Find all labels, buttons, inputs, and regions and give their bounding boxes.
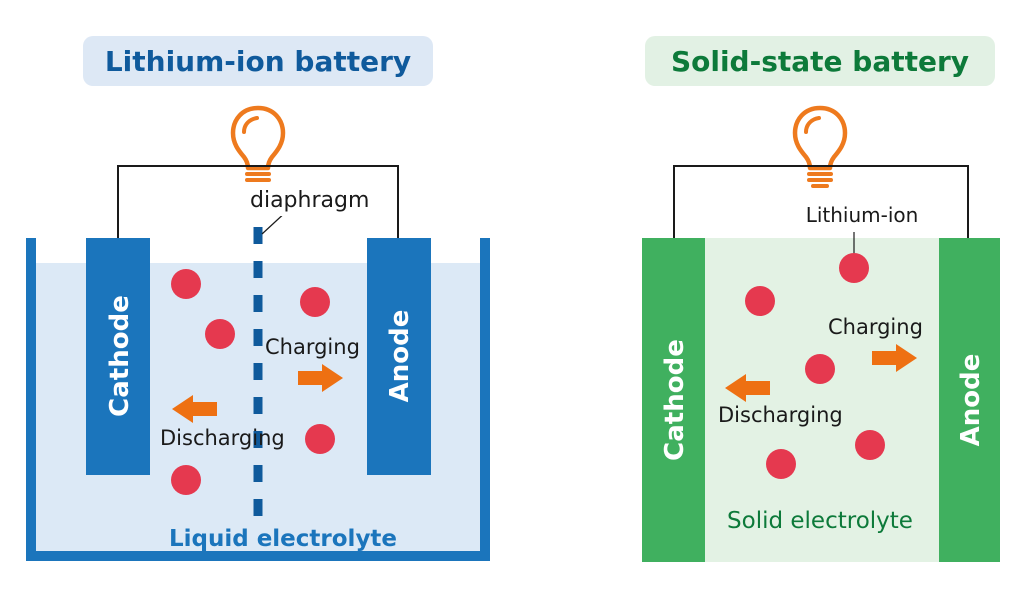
lithium-ion-particle	[300, 287, 330, 317]
liquid-electrolyte-label: Liquid electrolyte	[169, 526, 397, 552]
lithium-ion-particle	[855, 430, 885, 460]
diaphragm-label: diaphragm	[250, 188, 369, 213]
cathode-label: Cathode	[105, 295, 135, 417]
lithium-ion-particle	[766, 449, 796, 479]
lithium-ion-particle	[305, 424, 335, 454]
lithium-ion-title: Lithium-ion battery	[105, 45, 411, 78]
discharging-arrow-left-icon	[172, 395, 217, 423]
solid-state-panel: Solid-state battery Cathode Anode Lithiu…	[642, 36, 1000, 562]
diaphragm-label-bg	[248, 184, 384, 216]
lithium-ion-particle	[805, 354, 835, 384]
lithium-ion-particle	[171, 465, 201, 495]
solid-state-title: Solid-state battery	[671, 45, 969, 78]
cathode-electrode	[86, 238, 150, 475]
lithium-ion-particle	[839, 253, 869, 283]
charging-label: Charging	[265, 335, 360, 359]
battery-container	[26, 238, 490, 561]
cathode-electrode	[642, 238, 705, 562]
discharging-label: Discharging	[160, 426, 285, 450]
lightbulb-icon	[795, 108, 845, 186]
lithium-ion-particle	[205, 319, 235, 349]
lithium-ion-particle	[171, 269, 201, 299]
circuit-wire-left	[117, 165, 399, 238]
charging-label: Charging	[828, 315, 923, 339]
solid-electrolyte-label: Solid electrolyte	[727, 508, 913, 534]
discharging-arrow-left-icon	[725, 374, 770, 402]
anode-electrode	[939, 238, 1000, 562]
charging-arrow-right-icon	[298, 364, 343, 392]
anode-label: Anode	[385, 310, 415, 403]
charging-arrow-right-icon	[872, 344, 917, 372]
cathode-label: Cathode	[660, 339, 690, 461]
lithium-ion-label: Lithium-ion	[806, 203, 919, 227]
lithium-ion-particle	[745, 286, 775, 316]
anode-electrode	[367, 238, 431, 475]
solid-state-title-badge	[645, 36, 995, 86]
lithium-ion-panel: Lithium-ion battery Cathode Anode diaphr…	[26, 36, 490, 561]
lightbulb-icon	[233, 108, 283, 186]
circuit-wire-right	[673, 165, 969, 238]
anode-label: Anode	[956, 354, 986, 447]
lithium-ion-title-badge	[83, 36, 433, 86]
discharging-label: Discharging	[718, 403, 843, 427]
